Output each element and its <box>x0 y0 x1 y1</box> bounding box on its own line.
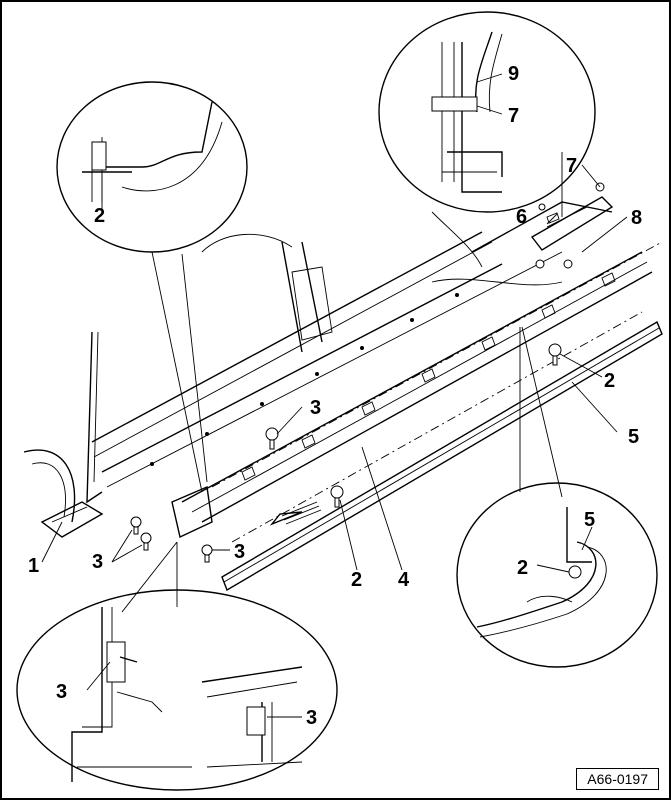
direction-arrow-icon <box>269 501 322 526</box>
callout-3-left: 3 <box>92 551 103 573</box>
callout-5-detail: 5 <box>584 509 595 531</box>
detail-circle-bottom-left <box>16 589 338 791</box>
sill-trim-strip <box>221 320 663 592</box>
callout-2-right: 2 <box>604 370 615 392</box>
callout-3-lower: 3 <box>234 541 245 563</box>
callout-5-main: 5 <box>628 426 639 448</box>
sill-panel-carrier <box>181 241 663 543</box>
callout-8: 8 <box>631 207 642 229</box>
callout-9: 9 <box>508 63 519 85</box>
callout-2-detail-bottom-right: 2 <box>517 557 528 579</box>
leader-lines <box>41 73 628 718</box>
callout-2-detail-top-left: 2 <box>94 205 105 227</box>
callout-3-upper: 3 <box>310 397 321 419</box>
detail-circle-bottom-right <box>456 482 658 668</box>
callout-2-main: 2 <box>351 569 362 591</box>
vehicle-body-structure <box>23 201 613 523</box>
detail-circle-top-right <box>378 11 596 213</box>
callout-6: 6 <box>516 206 527 228</box>
detail-circle-top-left <box>56 81 248 253</box>
callout-3-detail-right: 3 <box>306 707 317 729</box>
fasteners <box>130 182 605 563</box>
callout-3-detail-left: 3 <box>56 681 67 703</box>
callout-7-detail: 7 <box>508 105 519 127</box>
callout-7-main: 7 <box>566 155 577 177</box>
front-end-cap <box>40 485 213 539</box>
rear-bracket <box>530 196 614 251</box>
callout-4: 4 <box>398 569 410 591</box>
figure-reference: A66-0197 <box>576 768 659 790</box>
callout-1: 1 <box>28 555 39 577</box>
